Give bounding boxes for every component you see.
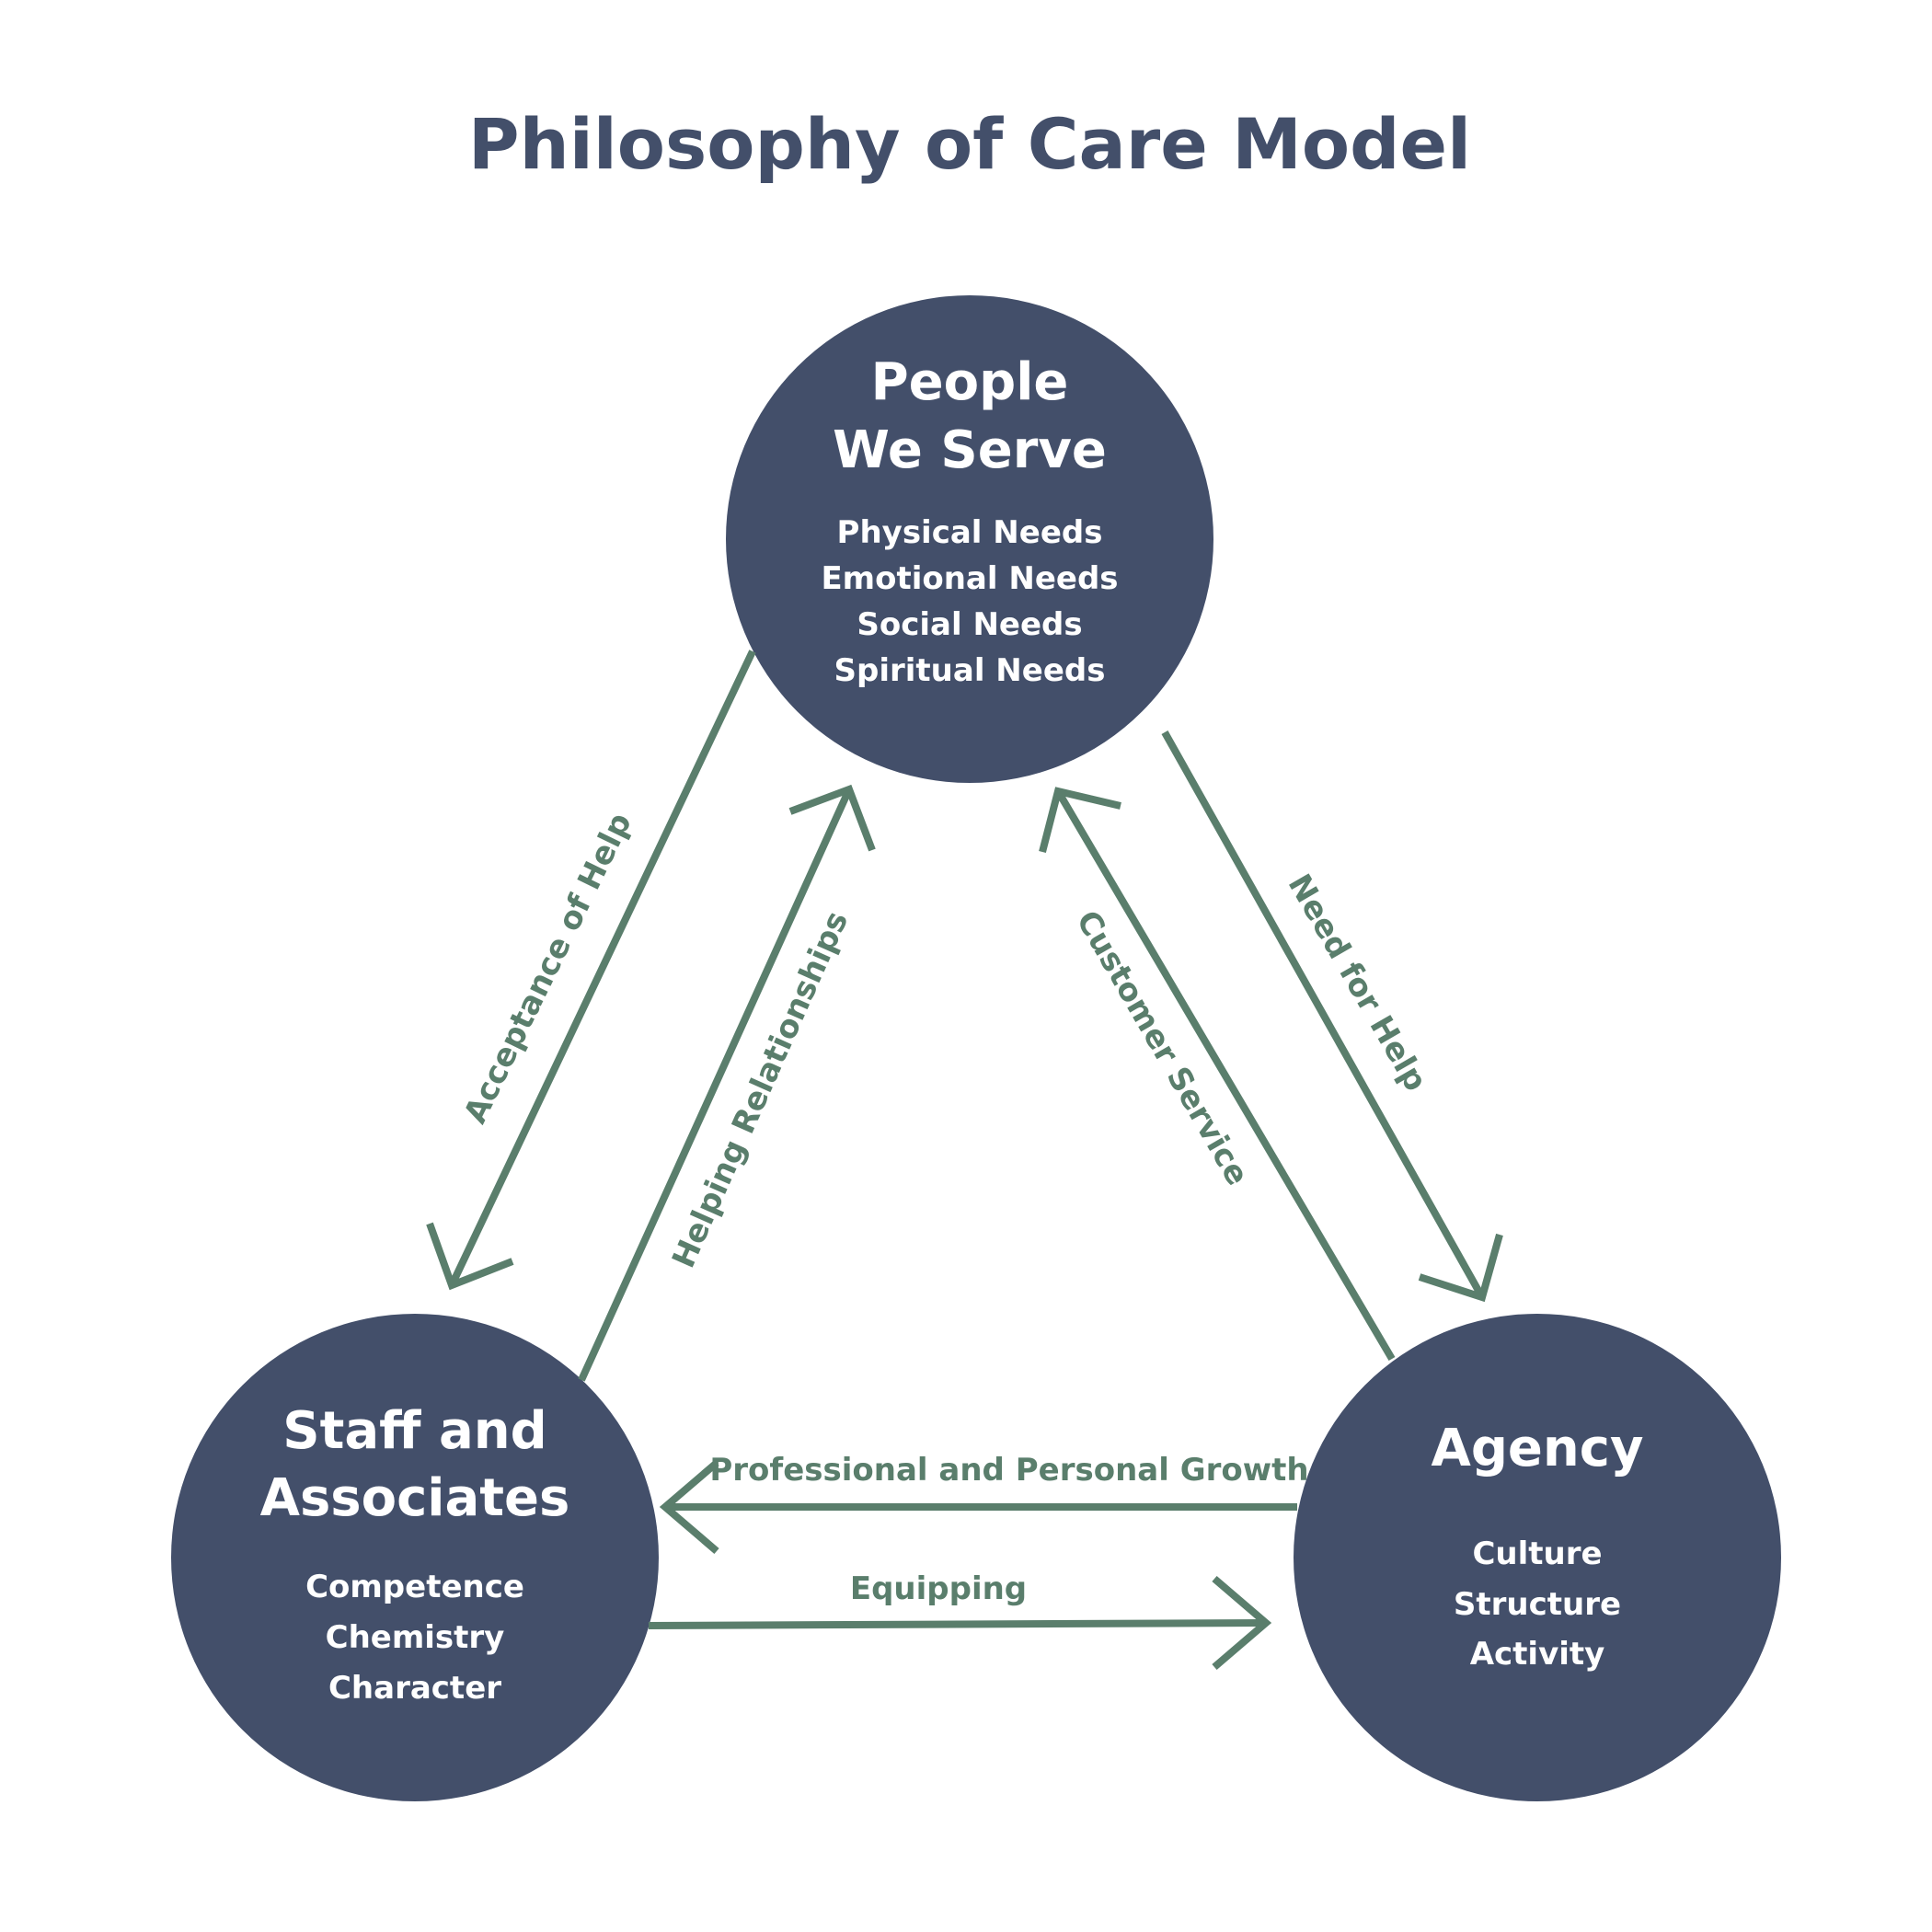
- people-item: Spiritual Needs: [834, 652, 1106, 689]
- arrowhead-helping-relationships: [788, 784, 876, 852]
- arrow-acceptance-of-help: [448, 650, 756, 1287]
- label-customer-service: Customer Service: [1069, 904, 1256, 1191]
- agency-item: Culture: [1472, 1535, 1602, 1572]
- people-item: Social Needs: [857, 606, 1082, 643]
- label-helping-relationships: Helping Relationships: [665, 906, 856, 1274]
- staff-item: Competence: [305, 1569, 524, 1605]
- arrowhead-customer-service: [1039, 787, 1121, 853]
- agency-item: Structure: [1454, 1586, 1621, 1623]
- node-people-we-serve: [726, 295, 1213, 783]
- arrow-need-for-help: [1161, 730, 1486, 1299]
- staff-item: Character: [328, 1670, 501, 1707]
- arrow-customer-service: [1054, 788, 1396, 1362]
- label-professional-growth: Professional and Personal Growth: [709, 1452, 1308, 1489]
- arrowhead-equipping: [1212, 1575, 1272, 1671]
- arrowhead-need-for-help: [1418, 1233, 1503, 1303]
- arrowhead-professional-growth: [659, 1459, 719, 1555]
- staff-title-line-1: Staff and: [282, 1401, 547, 1461]
- staff-item: Chemistry: [326, 1619, 505, 1656]
- arrow-helping-relationships: [578, 788, 853, 1382]
- node-staff-and-associates: [171, 1314, 659, 1801]
- people-title-line-2: We Serve: [833, 420, 1107, 480]
- people-title-line-1: People: [871, 352, 1069, 412]
- agency-title: Agency: [1432, 1419, 1644, 1478]
- arrowhead-acceptance-of-help: [426, 1222, 514, 1291]
- staff-title-line-2: Associates: [260, 1468, 570, 1528]
- people-item: Physical Needs: [837, 514, 1103, 551]
- people-item: Emotional Needs: [821, 560, 1118, 597]
- agency-item: Activity: [1470, 1636, 1605, 1673]
- label-equipping: Equipping: [850, 1570, 1027, 1607]
- node-agency: [1294, 1314, 1781, 1801]
- arrow-equipping: [648, 1619, 1267, 1629]
- diagram-title: Philosophy of Care Model: [468, 103, 1471, 185]
